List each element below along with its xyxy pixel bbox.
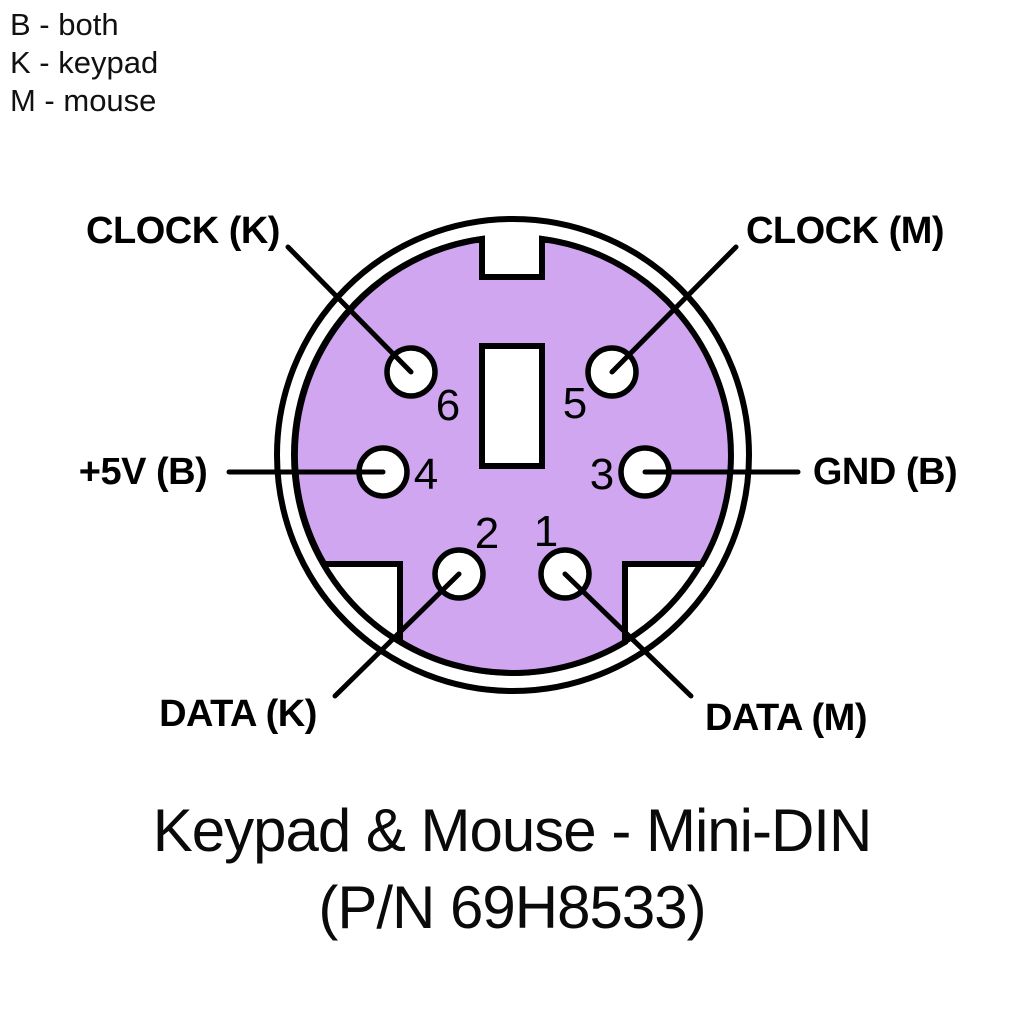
diagram-title-line-1: Keypad & Mouse - Mini-DIN — [153, 797, 872, 864]
legend-line-m: M - mouse — [10, 83, 156, 118]
label-gnd: GND (B) — [813, 451, 957, 493]
pin-2-number: 2 — [475, 509, 499, 558]
leader-line-clock-k — [285, 244, 414, 375]
pin-4-number: 4 — [414, 450, 438, 499]
leader-line-data-k — [332, 571, 462, 699]
label-clock-k: CLOCK (K) — [86, 210, 280, 252]
diagram-title: Keypad & Mouse - Mini-DIN (P/N 69H8533) — [153, 797, 873, 941]
label-plus5v: +5V (B) — [79, 451, 207, 493]
signal-labels: CLOCK (K) CLOCK (M) +5V (B) GND (B) DATA… — [79, 210, 958, 739]
label-data-k: DATA (K) — [159, 693, 317, 735]
label-clock-m: CLOCK (M) — [746, 210, 944, 252]
legend: B - both K - keypad M - mouse — [10, 7, 158, 118]
leader-line-clock-m — [609, 244, 739, 375]
leader-line-data-m — [562, 571, 694, 699]
center-key-slot — [479, 343, 545, 469]
label-data-m: DATA (M) — [705, 697, 867, 739]
mini-din-connector: 6 5 4 3 2 1 — [274, 216, 752, 694]
diagram-title-line-2: (P/N 69H8533) — [318, 874, 705, 941]
pin-6-number: 6 — [436, 381, 460, 430]
pin-3-number: 3 — [590, 450, 614, 499]
pin-5-number: 5 — [563, 379, 587, 428]
legend-line-b: B - both — [10, 7, 119, 42]
pin-1-number: 1 — [534, 507, 558, 556]
leader-lines — [226, 244, 801, 699]
legend-line-k: K - keypad — [10, 45, 158, 80]
